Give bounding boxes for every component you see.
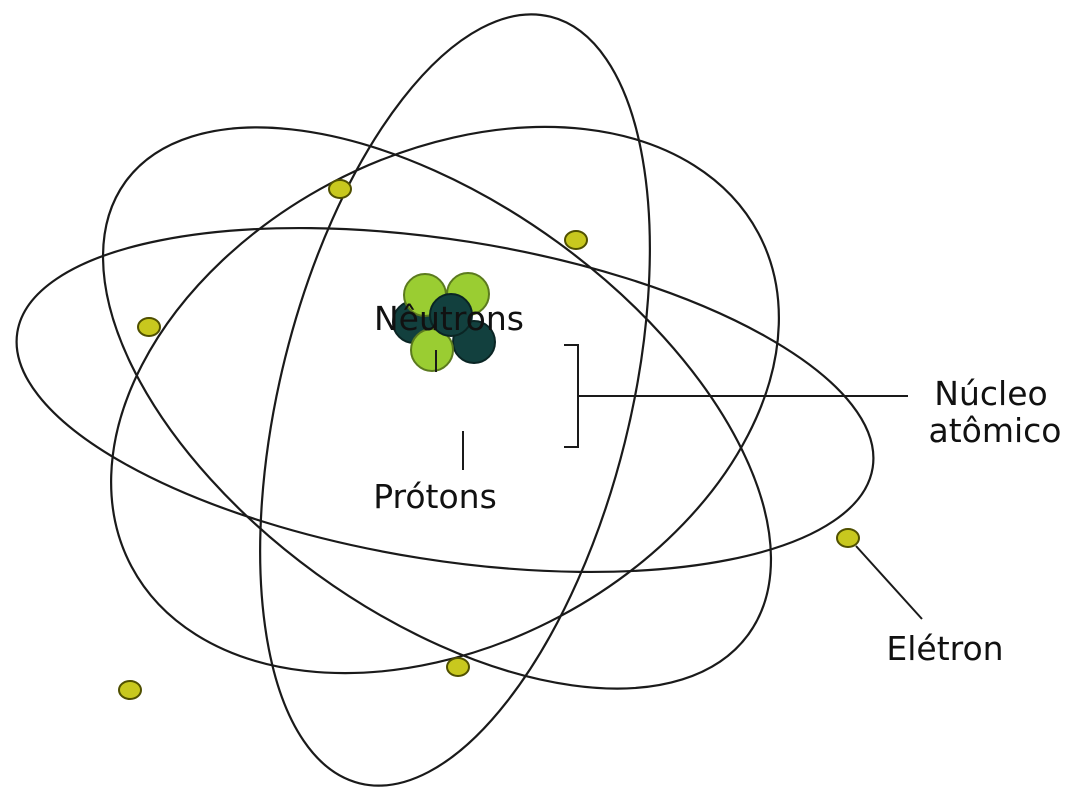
orbit-vertical: [259, 13, 651, 787]
neutron: [410, 328, 454, 372]
labels: Nêutrons Prótons Núcleo atômico Elétron: [373, 299, 1061, 668]
protons-label: Prótons: [373, 477, 497, 516]
leader-lines: [435, 344, 923, 620]
electron: [328, 179, 352, 199]
orbit-tilted-left: [101, 126, 773, 690]
nucleus-label-line1: Núcleo: [934, 374, 1047, 413]
orbit-horizontal: [15, 226, 875, 574]
electron: [836, 528, 860, 548]
electrons: [118, 179, 860, 700]
electron: [137, 317, 161, 337]
proton: [429, 293, 473, 337]
nucleus: [392, 272, 496, 372]
electron: [564, 230, 588, 250]
electron-leader: [855, 545, 923, 620]
electron: [446, 657, 470, 677]
electron: [118, 680, 142, 700]
nucleus-label-line2: atômico: [929, 411, 1062, 450]
electron-label: Elétron: [886, 629, 1003, 668]
neutrons-label: Nêutrons: [374, 299, 524, 338]
